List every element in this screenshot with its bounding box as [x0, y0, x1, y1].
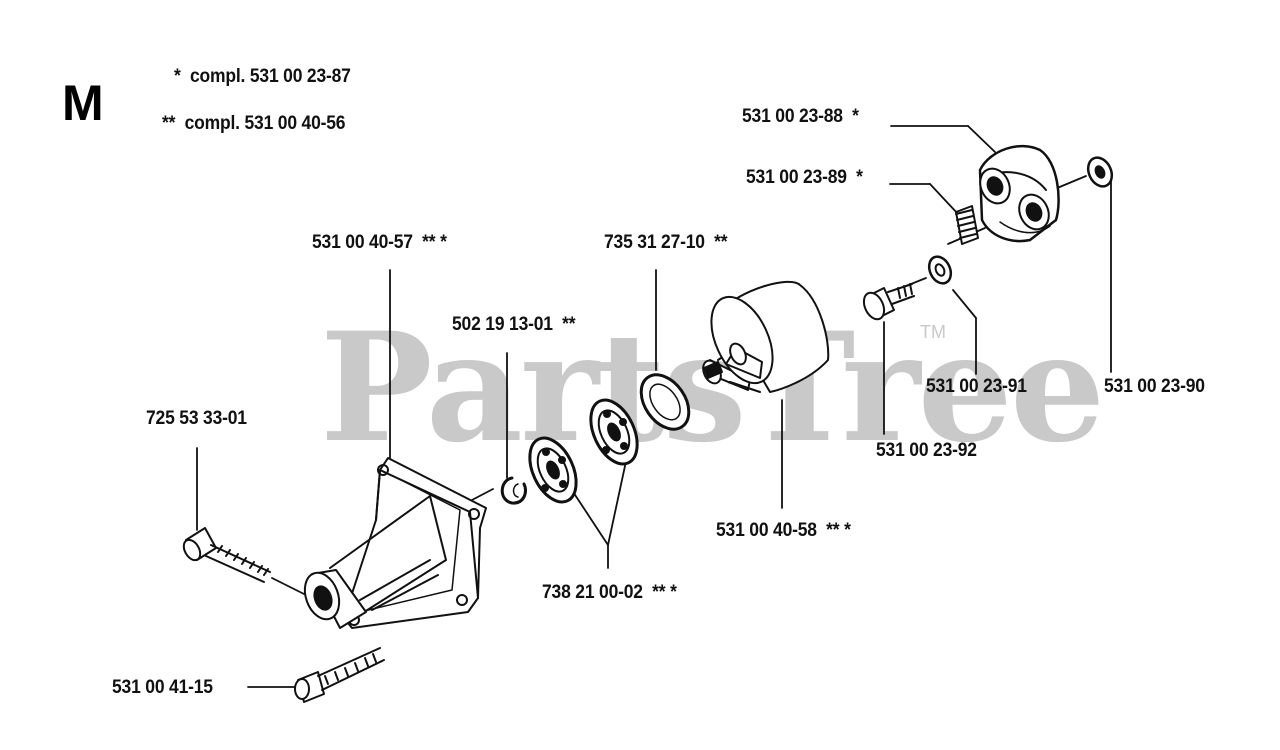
watermark-trademark: TM [920, 322, 946, 342]
part-label-735-31-27-10[interactable]: 735 31 27-10 ** [604, 232, 728, 253]
part-label-502-19-13-01[interactable]: 502 19 13-01 ** [452, 314, 576, 335]
part-label-531-00-23-91[interactable]: 531 00 23-91 [926, 376, 1027, 397]
clutch-housing-531-00-40-57 [303, 457, 487, 629]
spring-531-00-23-89 [955, 205, 979, 245]
part-label-531-00-40-58[interactable]: 531 00 40-58 ** * [716, 520, 851, 541]
part-label-531-00-40-57[interactable]: 531 00 40-57 ** * [312, 232, 447, 253]
ball-bearing-738-21-00-02-right [589, 398, 639, 466]
bolt-725-53-33-01 [182, 527, 271, 583]
bolt-531-00-41-15 [294, 647, 385, 703]
clutch-drum-531-00-40-58 [702, 280, 830, 393]
shoulder-screw-531-00-23-92 [862, 283, 915, 321]
part-label-531-00-23-92[interactable]: 531 00 23-92 [876, 440, 977, 461]
part-label-531-00-23-88[interactable]: 531 00 23-88 * [742, 106, 859, 127]
part-label-725-53-33-01[interactable]: 725 53 33-01 [146, 408, 247, 429]
ball-bearing-738-21-00-02-left [528, 436, 578, 504]
part-label-531-00-41-15[interactable]: 531 00 41-15 [112, 677, 213, 698]
note-compl-single: * compl. 531 00 23-87 [174, 66, 351, 87]
part-label-531-00-23-90[interactable]: 531 00 23-90 [1104, 376, 1205, 397]
retaining-ring-502-19-13-01 [500, 476, 527, 505]
clutch-shoes-531-00-23-88 [978, 144, 1060, 243]
washer-531-00-23-90 [1086, 156, 1114, 188]
washer-531-00-23-91 [927, 255, 953, 285]
part-label-531-00-23-89[interactable]: 531 00 23-89 * [746, 167, 863, 188]
snap-ring-735-31-27-10 [639, 373, 691, 431]
note-compl-double: ** compl. 531 00 40-56 [162, 113, 346, 134]
section-letter: M [62, 75, 104, 131]
part-label-738-21-00-02[interactable]: 738 21 00-02 ** * [542, 582, 677, 603]
